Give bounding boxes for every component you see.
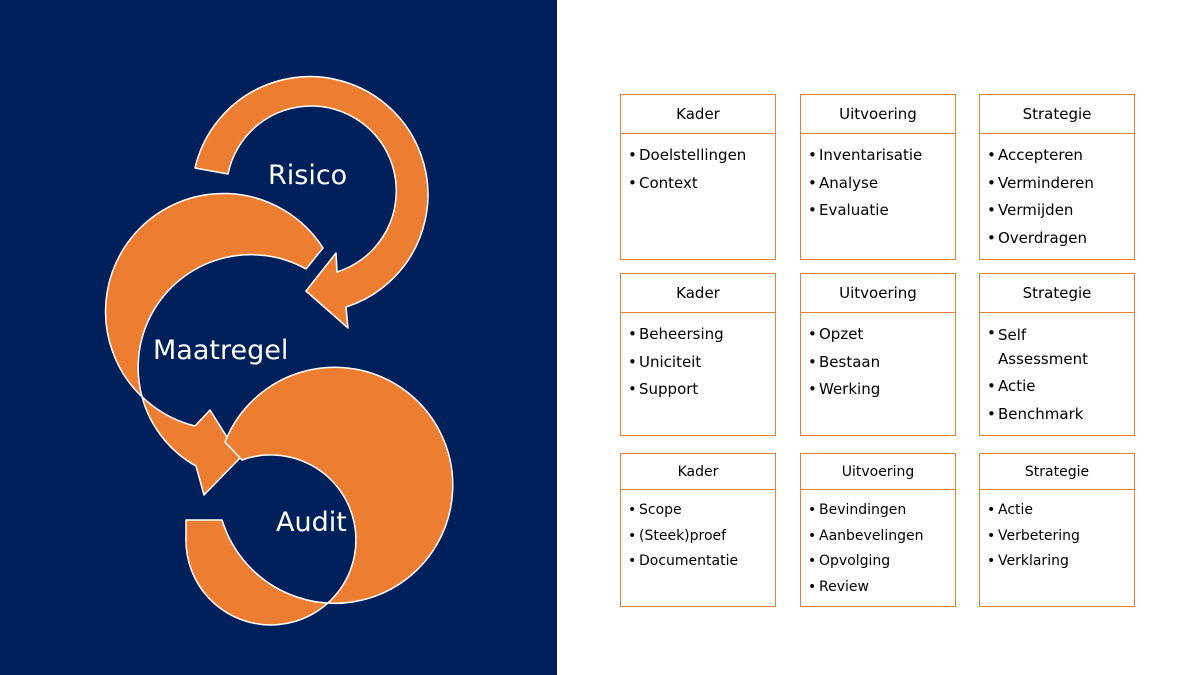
card-risico-strategie: Strategie Accepteren Verminderen Vermijd…: [979, 94, 1135, 260]
list-item: Werking: [807, 376, 951, 404]
list-item: Verklaring: [986, 549, 1130, 575]
list-item: Bevindingen: [807, 498, 951, 524]
list-item: Bestaan: [807, 349, 951, 377]
list-item: Analyse: [807, 170, 951, 198]
audit-cycle-arrow: [185, 366, 454, 626]
list-item: Actie: [986, 498, 1130, 524]
card-audit-kader: Kader Scope (Steek)proef Documentatie: [620, 453, 776, 607]
list-item: Actie: [986, 373, 1130, 401]
step-label-maatregel: Maatregel: [153, 335, 289, 366]
card-audit-strategie: Strategie Actie Verbetering Verklaring: [979, 453, 1135, 607]
list-item: Opzet: [807, 321, 951, 349]
risico-cycle-arrow: [194, 75, 429, 329]
card-maatregel-uitvoering: Uitvoering Opzet Bestaan Werking: [800, 273, 956, 436]
card-title: Kader: [621, 454, 775, 490]
list-item: (Steek)proef: [627, 524, 771, 550]
list-item: Doelstellingen: [627, 142, 771, 170]
list-item: Opvolging: [807, 549, 951, 575]
list-item: Beheersing: [627, 321, 771, 349]
list-item: Support: [627, 376, 771, 404]
list-item: Self Assessment: [986, 321, 1110, 373]
card-risico-uitvoering: Uitvoering Inventarisatie Analyse Evalua…: [800, 94, 956, 260]
card-title: Uitvoering: [801, 95, 955, 134]
card-title: Kader: [621, 95, 775, 134]
list-item: Aanbevelingen: [807, 524, 951, 550]
cycle-diagram-panel: Risico Maatregel Audit: [0, 0, 557, 675]
card-title: Uitvoering: [801, 454, 955, 490]
step-label-audit: Audit: [276, 507, 347, 538]
list-item: Benchmark: [986, 401, 1130, 429]
list-item: Vermijden: [986, 197, 1130, 225]
list-item: Uniciteit: [627, 349, 771, 377]
list-item: Accepteren: [986, 142, 1130, 170]
cycle-arrows: [104, 75, 454, 626]
list-item: Documentatie: [627, 549, 771, 575]
card-title: Strategie: [980, 95, 1134, 134]
list-item: Overdragen: [986, 225, 1130, 253]
list-item: Review: [807, 575, 951, 601]
list-item: Verbetering: [986, 524, 1130, 550]
card-title: Kader: [621, 274, 775, 313]
card-title: Uitvoering: [801, 274, 955, 313]
maatregel-cycle-arrow: [104, 192, 324, 496]
list-item: Inventarisatie: [807, 142, 951, 170]
card-audit-uitvoering: Uitvoering Bevindingen Aanbevelingen Opv…: [800, 453, 956, 607]
step-label-risico: Risico: [268, 160, 348, 191]
card-maatregel-strategie: Strategie Self Assessment Actie Benchmar…: [979, 273, 1135, 436]
card-title: Strategie: [980, 454, 1134, 490]
list-item: Scope: [627, 498, 771, 524]
list-item: Context: [627, 170, 771, 198]
card-maatregel-kader: Kader Beheersing Uniciteit Support: [620, 273, 776, 436]
list-item: Verminderen: [986, 170, 1130, 198]
card-title: Strategie: [980, 274, 1134, 313]
list-item: Evaluatie: [807, 197, 951, 225]
card-risico-kader: Kader Doelstellingen Context: [620, 94, 776, 260]
